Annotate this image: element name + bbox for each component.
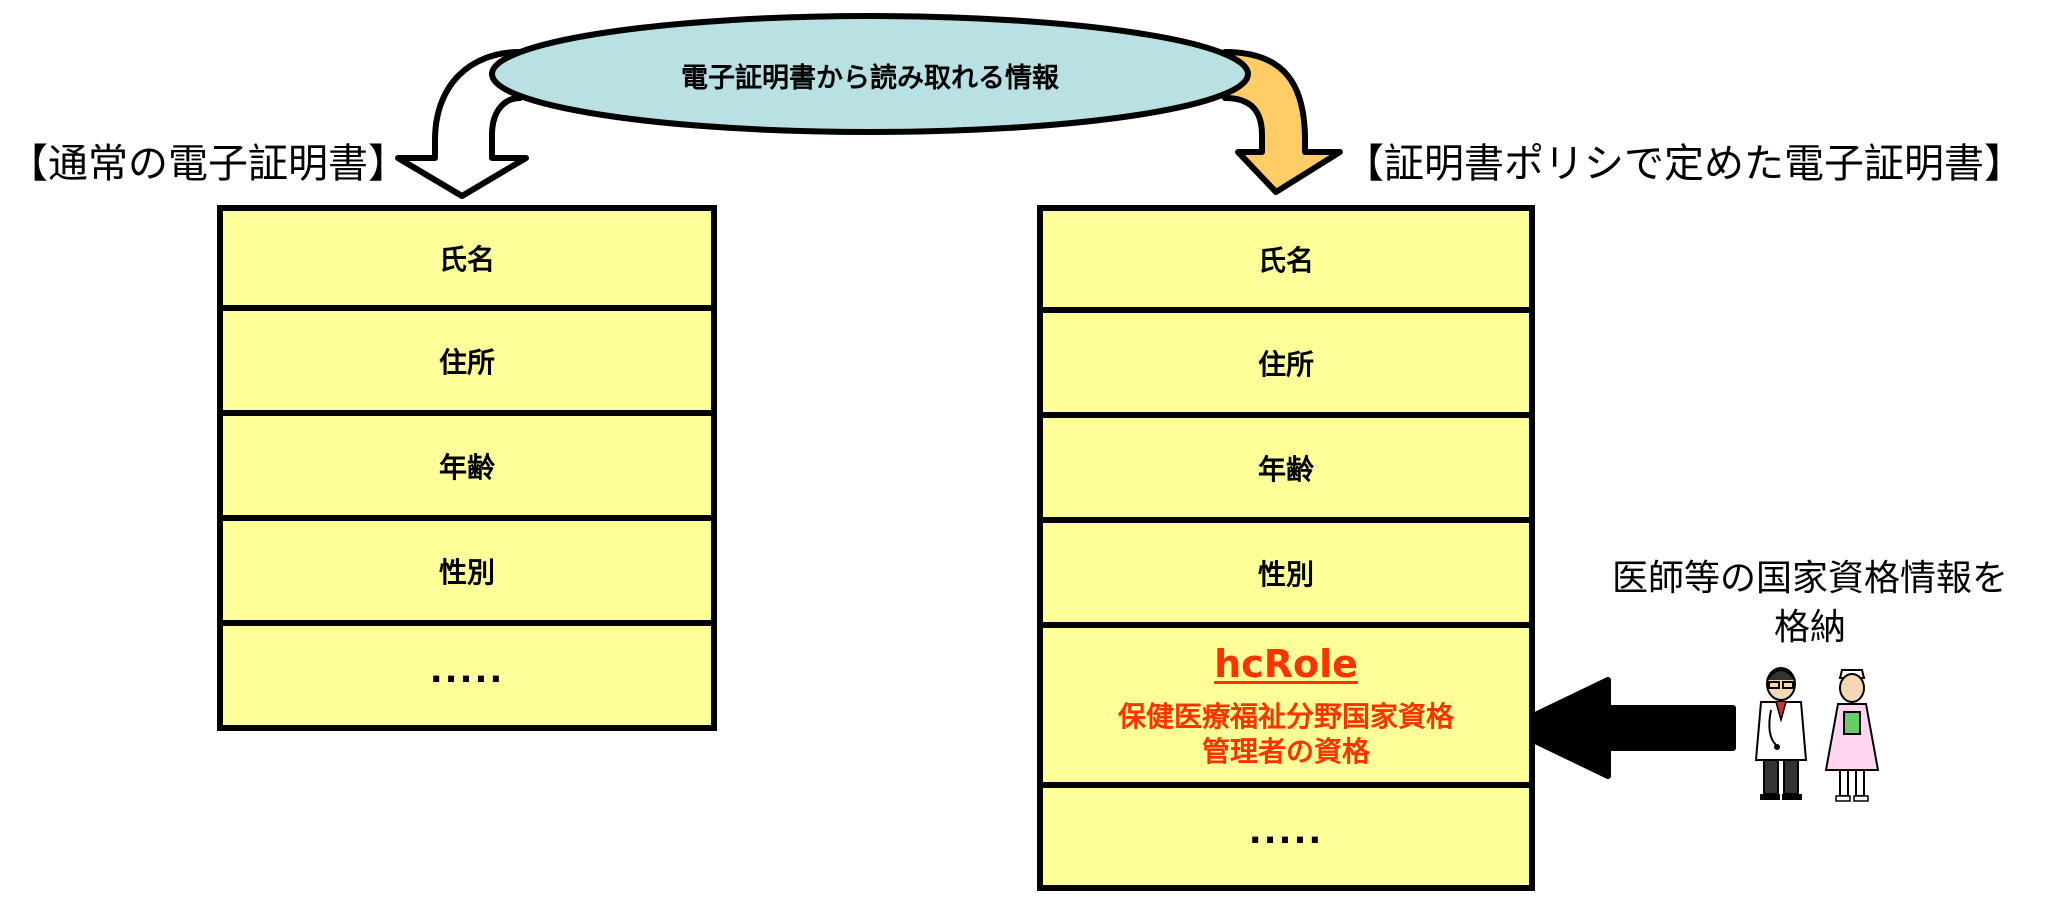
info-ellipse xyxy=(489,13,1251,135)
right-field-name: 氏名 xyxy=(1037,205,1535,313)
black-arrow xyxy=(1505,677,1736,779)
doctor-icon xyxy=(1754,667,1808,800)
info-ellipse-label: 電子証明書から読み取れる情報 xyxy=(681,63,1059,94)
left-field-table: 氏名 住所 年齢 性別 ..... xyxy=(217,205,717,731)
right-field-gender: 性別 xyxy=(1037,517,1535,628)
left-heading: 【通常の電子証明書】 xyxy=(8,141,408,187)
hcrole-term: hcRole xyxy=(1214,642,1358,687)
left-field-age: 年齢 xyxy=(217,410,717,521)
right-field-hcrole: hcRole 保健医療福祉分野国家資格 管理者の資格 xyxy=(1037,622,1535,788)
side-note-line1: 医師等の国家資格情報を xyxy=(1611,558,2008,599)
curved-arrow-left xyxy=(395,49,529,199)
right-field-ellipsis: ..... xyxy=(1037,782,1535,891)
right-field-address: 住所 xyxy=(1037,307,1535,418)
left-field-name: 氏名 xyxy=(217,205,717,311)
right-heading: 【証明書ポリシで定めた電子証明書】 xyxy=(1344,141,2024,187)
right-field-table: 氏名 住所 年齢 性別 hcRole 保健医療福祉分野国家資格 管理者の資格 .… xyxy=(1037,205,1535,891)
left-field-ellipsis: ..... xyxy=(217,620,717,731)
side-note-line2: 格納 xyxy=(1773,606,1846,648)
right-field-age: 年齢 xyxy=(1037,412,1535,523)
hcrole-desc-line2: 管理者の資格 xyxy=(1201,734,1370,768)
left-field-gender: 性別 xyxy=(217,515,717,626)
side-note: 医師等の国家資格情報を 格納 xyxy=(1580,555,2040,652)
hcrole-desc-line1: 保健医療福祉分野国家資格 xyxy=(1117,699,1454,733)
curved-arrow-right xyxy=(1222,49,1343,195)
nurse-icon xyxy=(1824,669,1880,802)
left-field-address: 住所 xyxy=(217,305,717,416)
